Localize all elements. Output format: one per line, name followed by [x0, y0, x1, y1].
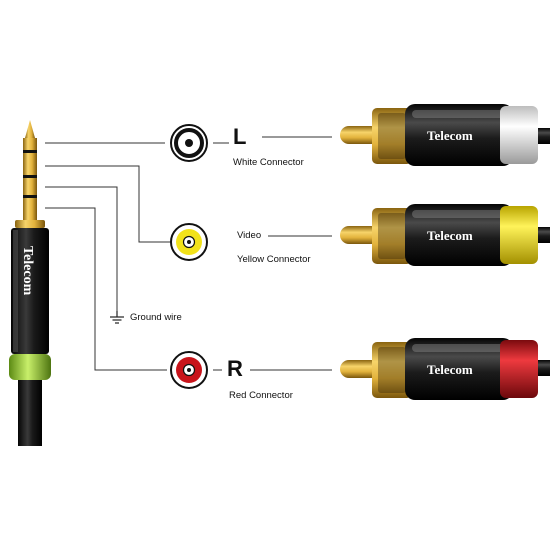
plug-body	[405, 104, 513, 166]
jack-insulator-1	[23, 150, 37, 153]
line-ground	[45, 186, 118, 311]
plug-pin	[340, 360, 380, 378]
jack-cable	[18, 380, 42, 446]
red-rca-socket-icon	[170, 351, 208, 389]
jack-ring-1	[23, 138, 37, 150]
right-channel-label: R	[227, 356, 243, 381]
plug-body	[405, 338, 513, 400]
rca-plug-red: Telecom	[340, 338, 550, 400]
rca-plug-white: Telecom	[340, 104, 550, 166]
plug-color-ring	[500, 340, 538, 398]
jack-collar	[15, 220, 45, 228]
left-channel-label: L	[233, 124, 247, 149]
jack-ring-2	[23, 153, 37, 175]
plug-color-ring	[500, 206, 538, 264]
ground-wire-label: Ground wire	[130, 312, 182, 323]
plug-color-ring	[500, 106, 538, 164]
signal-lines	[45, 136, 332, 371]
jack-ring-3	[23, 178, 37, 195]
jack-brand-text: Telecom	[20, 246, 35, 296]
plug-body	[405, 204, 513, 266]
plug-brand-text: Telecom	[427, 362, 473, 377]
line-video	[45, 165, 172, 243]
video-label: Video	[237, 230, 262, 241]
plug-gold-sleeve	[372, 342, 412, 398]
trrs-jack-plug: Telecom	[9, 120, 51, 446]
ground-symbol-icon	[110, 311, 124, 324]
white-rca-socket-icon	[170, 124, 208, 162]
jack-insulator-2	[23, 175, 37, 178]
jack-insulator-3	[23, 195, 37, 198]
plug-brand-text: Telecom	[427, 128, 473, 143]
plug-pin	[340, 126, 380, 144]
jack-sleeve	[23, 198, 37, 220]
jack-body	[11, 228, 49, 354]
plug-pin	[340, 226, 380, 244]
yellow-rca-socket-icon	[170, 223, 208, 261]
plug-gold-sleeve	[372, 108, 412, 164]
white-connector-label: White Connector	[233, 157, 304, 168]
jack-tip	[25, 120, 35, 138]
line-right	[45, 207, 167, 371]
red-connector-label: Red Connector	[229, 390, 293, 401]
plug-gold-sleeve	[372, 208, 412, 264]
yellow-connector-label: Yellow Connector	[237, 254, 311, 265]
rca-plug-yellow: Telecom	[340, 204, 550, 266]
plug-brand-text: Telecom	[427, 228, 473, 243]
jack-green-ring	[9, 354, 51, 380]
